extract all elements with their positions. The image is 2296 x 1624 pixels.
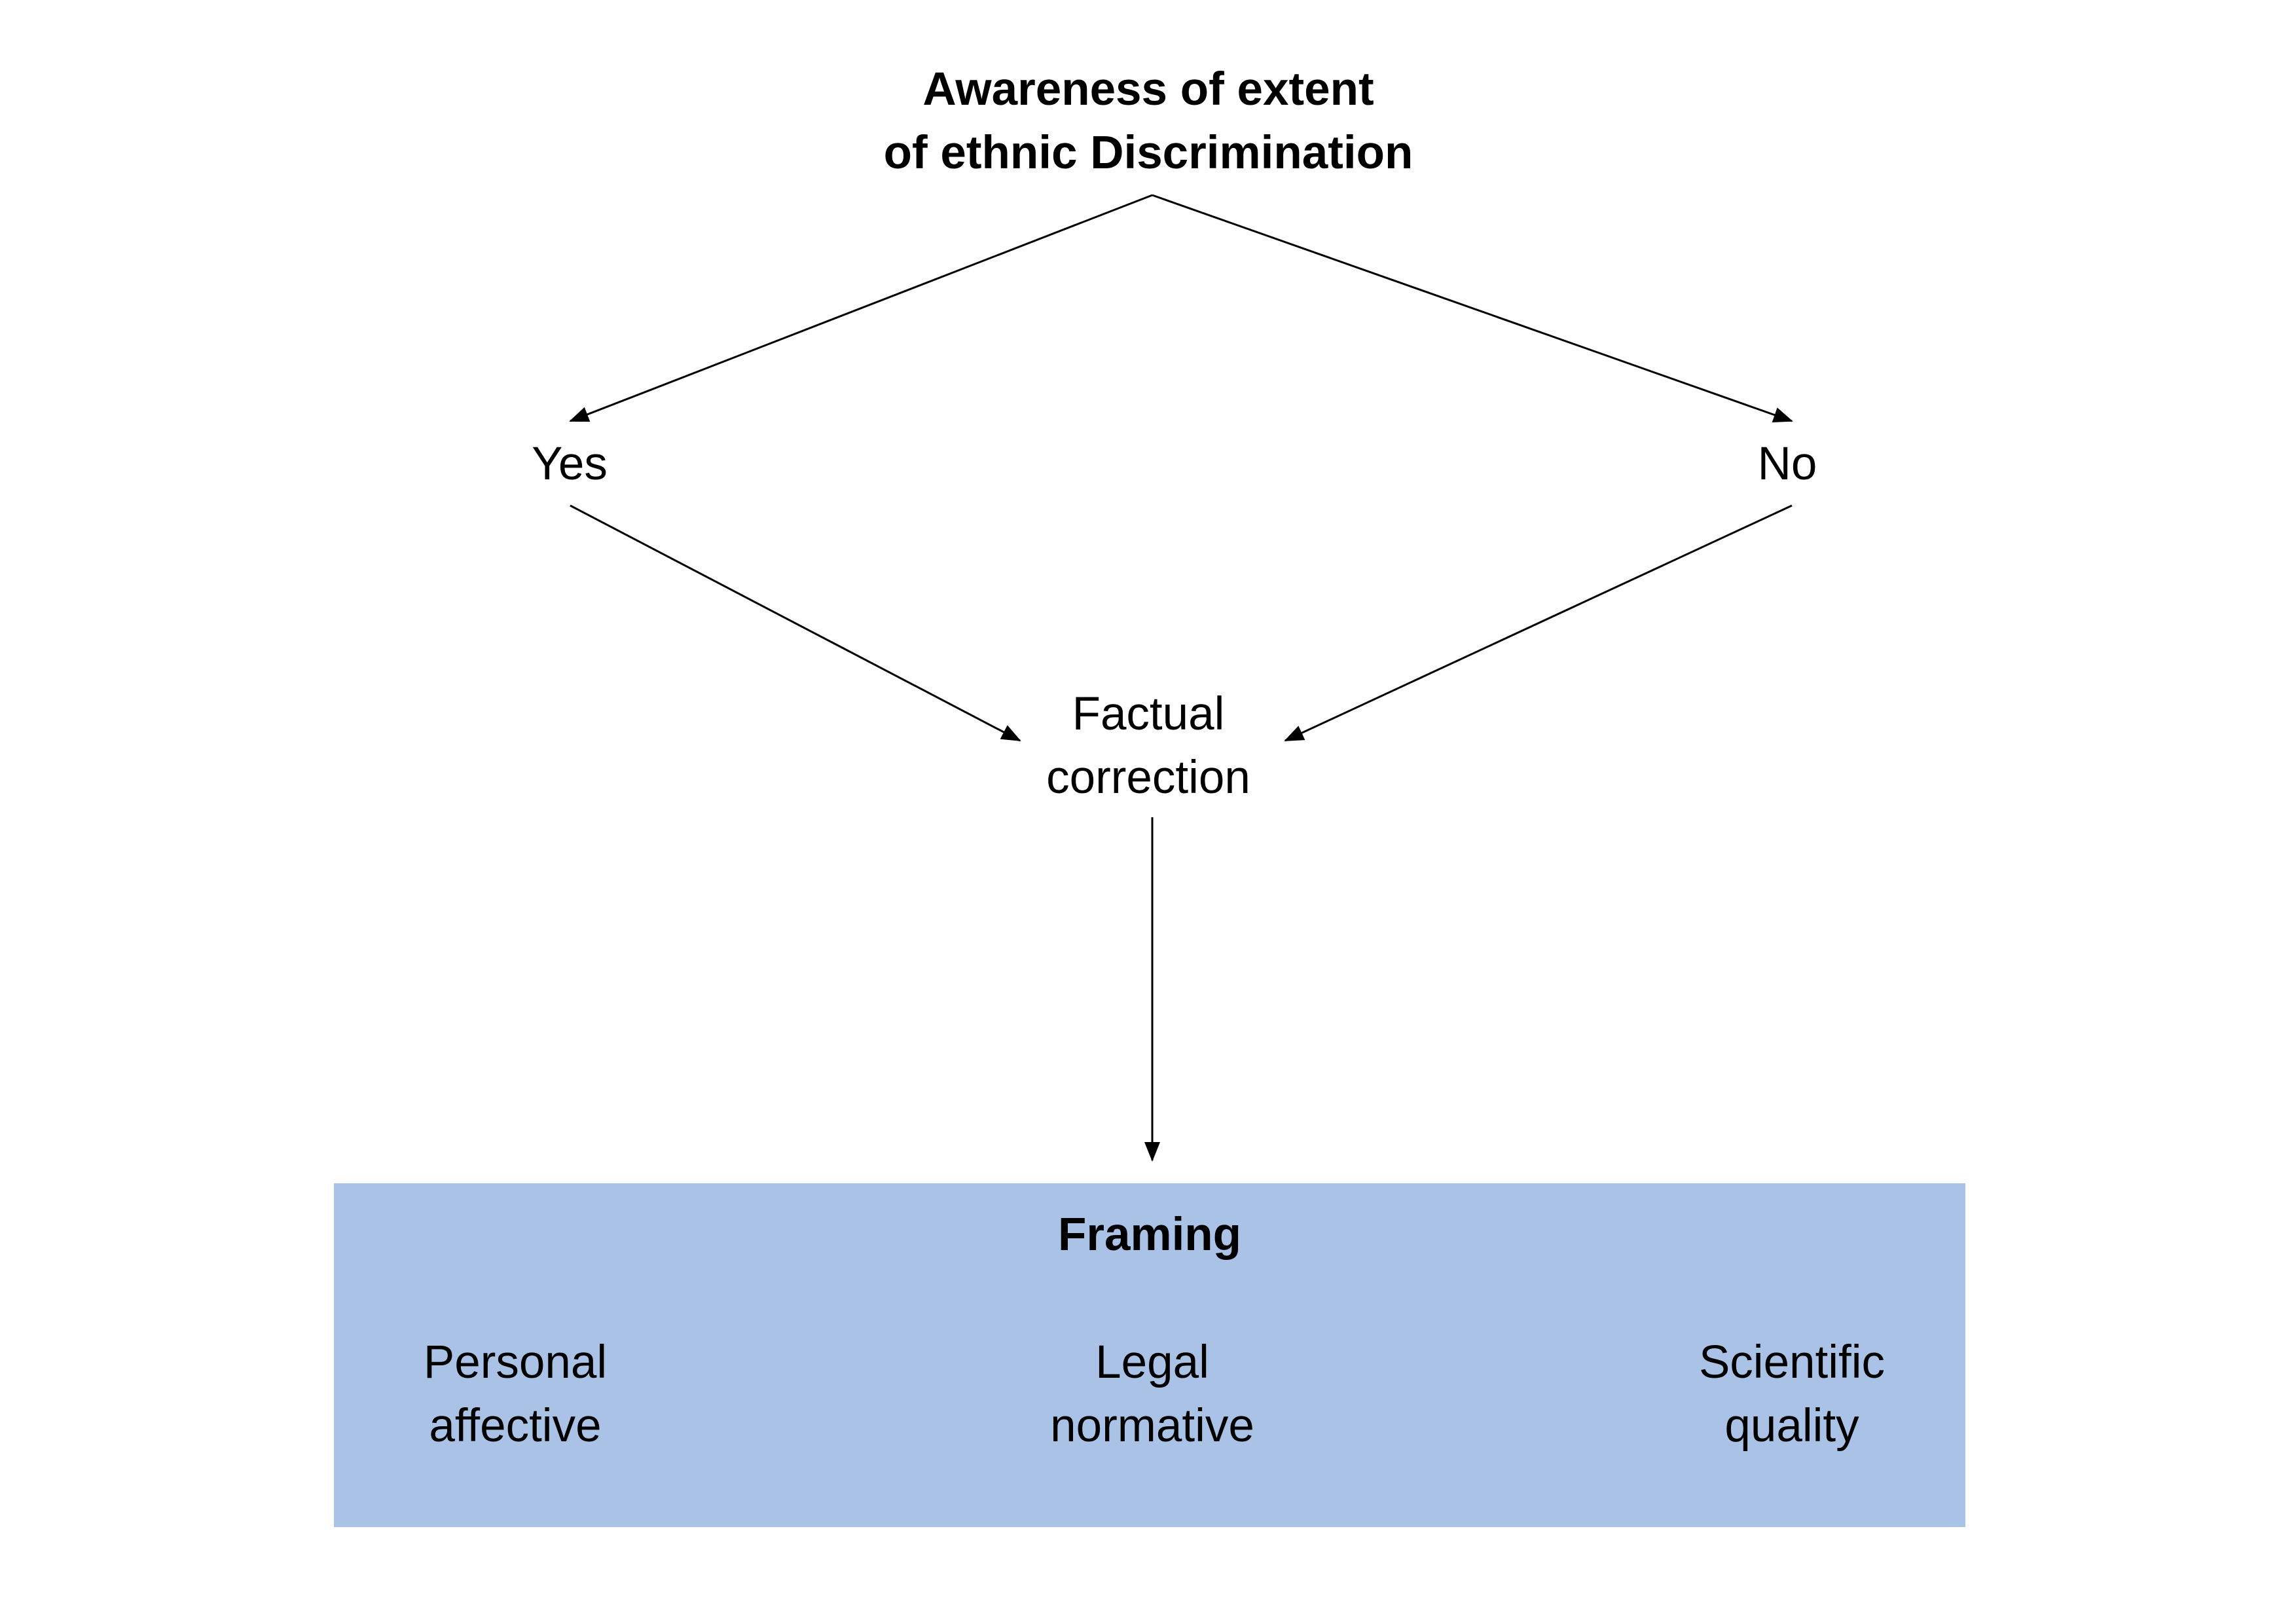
yes-node: Yes bbox=[532, 438, 608, 490]
framing-item-line-2: affective bbox=[429, 1400, 602, 1452]
framing-item-line-1: Scientific bbox=[1698, 1337, 1886, 1388]
framing-item-scientific-quality: Scientific quality bbox=[1628, 1331, 1956, 1458]
framing-item-personal-affective: Personal affective bbox=[352, 1331, 679, 1458]
framing-item-legal-normative: Legal normative bbox=[989, 1331, 1316, 1458]
framing-box: Framing Personal affective Legal normati… bbox=[334, 1183, 1965, 1527]
arrow-yes-to-factual bbox=[570, 504, 1021, 742]
framing-item-line-1: Legal bbox=[1095, 1337, 1209, 1388]
no-node: No bbox=[1757, 438, 1817, 490]
factual-line-2: correction bbox=[1046, 752, 1250, 803]
framing-item-line-1: Personal bbox=[423, 1337, 608, 1388]
arrow-top-to-no bbox=[1152, 194, 1793, 422]
factual-line-1: Factual bbox=[1072, 688, 1225, 740]
arrow-top-to-yes bbox=[569, 194, 1153, 422]
framing-item-line-2: quality bbox=[1724, 1400, 1859, 1452]
factual-correction-node: Factual correction bbox=[952, 682, 1345, 809]
framing-title: Framing bbox=[1057, 1209, 1242, 1261]
awareness-line-2: of ethnic Discrimination bbox=[883, 127, 1413, 179]
framing-item-line-2: normative bbox=[1050, 1400, 1254, 1452]
arrow-no-to-factual bbox=[1284, 504, 1793, 742]
awareness-line-1: Awareness of extent bbox=[922, 64, 1374, 115]
awareness-node: Awareness of extent of ethnic Discrimina… bbox=[821, 58, 1476, 185]
